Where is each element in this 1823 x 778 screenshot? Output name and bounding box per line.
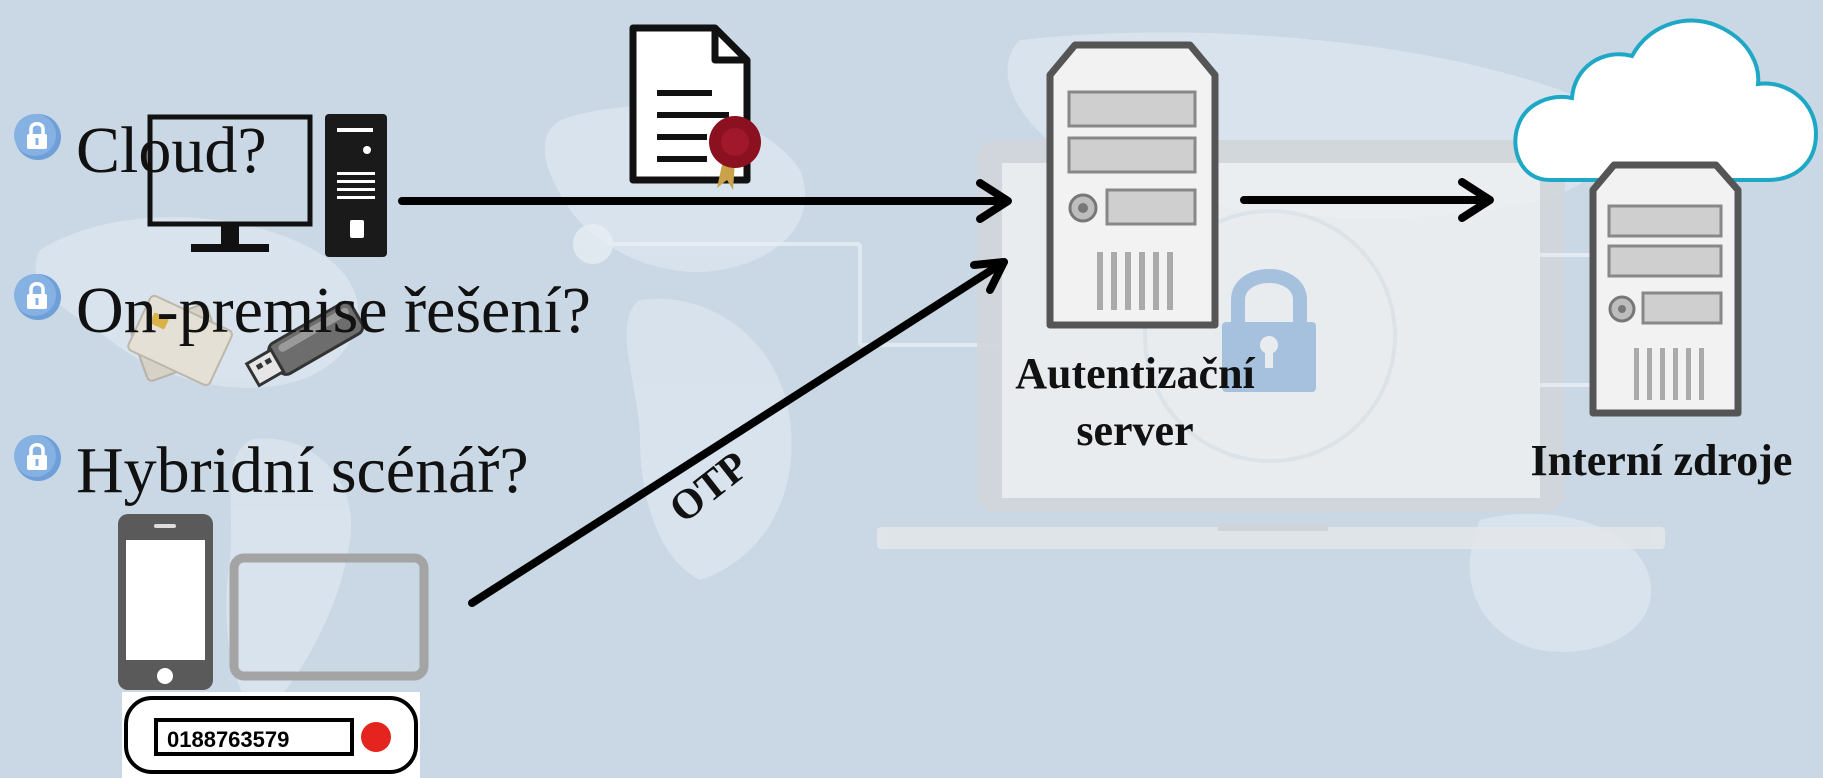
smart-card-icon (127, 294, 365, 388)
server-icon (1046, 41, 1219, 329)
pc-tower-icon (325, 114, 387, 257)
token-icon (122, 692, 420, 778)
lock-icon (14, 435, 61, 481)
question-on-premise: On-premise řešení? (76, 274, 591, 347)
question-cloud: Cloud? (76, 114, 267, 187)
usb-key-icon (244, 300, 365, 388)
monitor-icon (147, 114, 387, 257)
tablet-icon (229, 553, 429, 681)
question-hybrid: Hybridní scénář? (76, 434, 529, 507)
lock-icon (14, 274, 61, 320)
phone-icon (118, 514, 429, 690)
internal-resources-label: Interní zdroje (1530, 436, 1793, 485)
certificate-icon (629, 24, 761, 190)
arrow-icon (468, 258, 1008, 607)
auth-server-label-line1: Autentizační (1015, 349, 1255, 398)
lock-icon (14, 114, 61, 160)
token-number: 0188763579 (167, 727, 290, 752)
server-icon (1589, 161, 1742, 417)
cloud-icon (1513, 18, 1819, 182)
auth-server-label-line2: server (1076, 406, 1194, 456)
auth-server-label: Autentizační server (980, 345, 1290, 459)
